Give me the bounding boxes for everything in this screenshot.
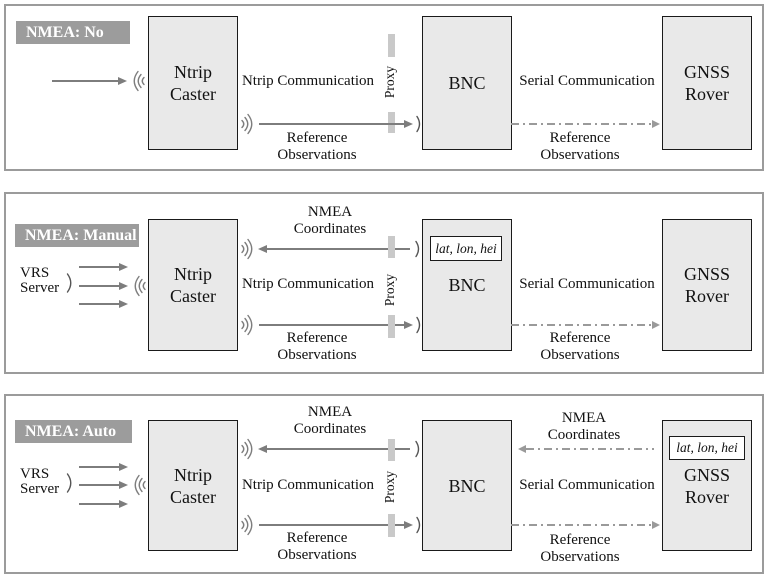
receive-paren-icon <box>416 516 421 534</box>
ntrip-caster-box: Ntrip Caster <box>148 219 238 351</box>
mode-badge: NMEA: No <box>16 21 130 44</box>
receive-paren-icon <box>416 115 421 133</box>
vrs-server-label: VRS Server <box>20 466 60 497</box>
ntrip-communication-label: Ntrip Communication <box>241 276 375 292</box>
emit-paren-icon <box>66 473 72 493</box>
proxy-bar-segment <box>388 315 395 338</box>
mode-badge: NMEA: Manual <box>15 224 139 247</box>
arrowhead-right-icon <box>119 480 128 489</box>
ntrip-communication-label: Ntrip Communication <box>241 477 375 493</box>
signal-waves-right-icon <box>241 238 253 260</box>
proxy-label: Proxy <box>382 470 397 504</box>
vrs-stream-arrow <box>79 266 119 269</box>
signal-waves-left-icon <box>134 275 146 297</box>
arrowhead-right-icon <box>404 520 413 529</box>
arrowhead-right-icon <box>119 262 128 271</box>
signal-waves-right-icon <box>241 514 253 536</box>
nmea-coordinates-label: NMEA Coordinates <box>293 404 367 437</box>
arrowhead-right-icon <box>652 321 660 330</box>
reference-observations-label: Reference Observations <box>540 130 620 163</box>
emit-paren-icon <box>415 240 420 258</box>
nmea-coordinates-serial-arrow <box>526 448 654 450</box>
arrowhead-right-icon <box>652 120 660 128</box>
proxy-bar-segment <box>388 34 395 57</box>
arrowhead-right-icon <box>118 76 127 85</box>
nmea-coordinates-arrow <box>267 248 410 251</box>
arrowhead-right-icon <box>652 521 660 530</box>
proxy-bar-segment <box>388 112 395 133</box>
nmea-coordinates-label: NMEA Coordinates <box>547 410 621 443</box>
proxy-bar-segment <box>388 514 395 537</box>
gnss-rover-box: GNSS Rover <box>662 219 752 351</box>
reference-observations-label: Reference Observations <box>277 330 357 363</box>
serial-communication-label: Serial Communication <box>519 73 655 89</box>
vrs-stream-arrow <box>79 466 119 469</box>
input-stream-arrow <box>52 80 118 82</box>
signal-waves-left-icon <box>133 70 145 92</box>
vrs-stream-arrow <box>79 303 119 306</box>
proxy-bar-segment <box>388 236 395 258</box>
signal-waves-left-icon <box>134 474 146 496</box>
emit-paren-icon <box>66 273 72 293</box>
ntrip-caster-box: Ntrip Caster <box>148 420 238 551</box>
proxy-label: Proxy <box>382 273 397 307</box>
signal-waves-right-icon <box>241 314 253 336</box>
bnc-box: BNC <box>422 420 512 551</box>
panel-nmea-auto: NMEA: Auto VRS Server Ntrip Caster NMEA … <box>4 394 764 574</box>
serial-communication-label: Serial Communication <box>519 276 655 292</box>
serial-arrow <box>511 524 652 526</box>
reference-observations-label: Reference Observations <box>277 130 357 163</box>
coordinates-value-box: lat, lon, hei <box>669 436 745 460</box>
reference-observations-label: Reference Observations <box>277 530 357 563</box>
ntrip-caster-box: Ntrip Caster <box>148 16 238 150</box>
emit-paren-icon <box>415 440 420 458</box>
ntrip-communication-label: Ntrip Communication <box>241 73 375 89</box>
reference-observations-arrow <box>259 324 404 327</box>
proxy-bar-segment <box>388 439 395 461</box>
arrowhead-right-icon <box>119 281 128 290</box>
mode-badge: NMEA: Auto <box>15 420 132 443</box>
bnc-box: BNC <box>422 16 512 150</box>
reference-observations-arrow <box>259 524 404 527</box>
proxy-label: Proxy <box>382 65 397 99</box>
arrowhead-right-icon <box>119 462 128 471</box>
receive-paren-icon <box>416 316 421 334</box>
vrs-server-label: VRS Server <box>20 265 60 296</box>
nmea-coordinates-arrow <box>267 448 410 451</box>
serial-communication-label: Serial Communication <box>519 477 655 493</box>
nmea-coordinates-label: NMEA Coordinates <box>293 204 367 237</box>
coordinates-value-box: lat, lon, hei <box>430 236 502 261</box>
serial-arrow <box>511 123 652 125</box>
signal-waves-right-icon <box>241 438 253 460</box>
reference-observations-arrow <box>259 123 404 125</box>
panel-nmea-manual: NMEA: Manual VRS Server Ntrip Caster NME… <box>4 192 764 374</box>
gnss-rover-box: GNSS Rover <box>662 16 752 150</box>
arrowhead-left-icon <box>258 444 267 453</box>
arrowhead-left-icon <box>518 445 526 454</box>
arrowhead-right-icon <box>404 320 413 329</box>
vrs-stream-arrow <box>79 503 119 506</box>
serial-arrow <box>511 324 652 326</box>
reference-observations-label: Reference Observations <box>540 532 620 565</box>
reference-observations-label: Reference Observations <box>540 330 620 363</box>
arrowhead-right-icon <box>119 299 128 308</box>
vrs-stream-arrow <box>79 285 119 288</box>
arrowhead-right-icon <box>119 499 128 508</box>
signal-waves-right-icon <box>241 113 253 135</box>
arrowhead-left-icon <box>258 244 267 253</box>
arrowhead-right-icon <box>404 119 413 128</box>
vrs-stream-arrow <box>79 484 119 487</box>
panel-nmea-no: NMEA: No Ntrip Caster Ntrip Communicatio… <box>4 4 764 171</box>
